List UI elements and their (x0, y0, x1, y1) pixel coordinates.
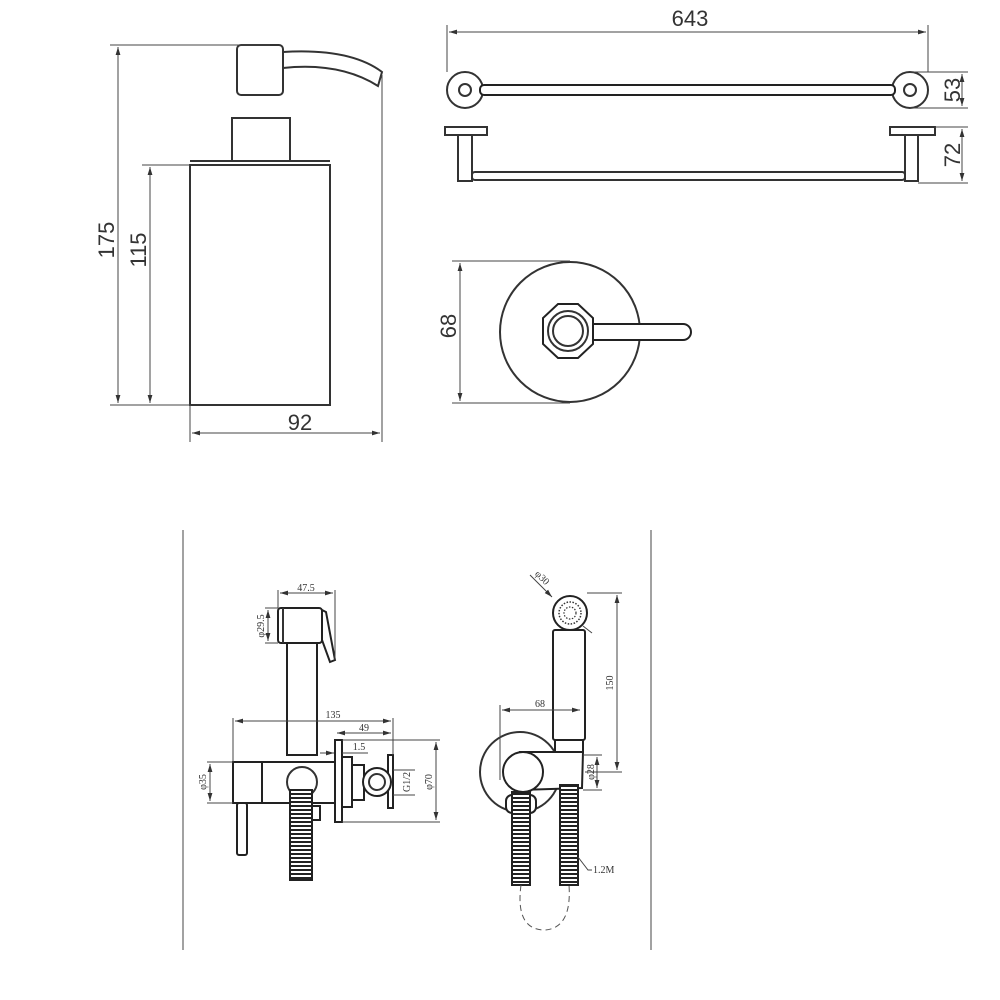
dim-135: 135 (326, 710, 341, 721)
dim-g1-2: G1/2 (402, 772, 413, 792)
mixer-holder-drawing: 68 (436, 260, 692, 404)
dim-phi-70: φ70 (424, 774, 435, 790)
dim-hose-length: 1.2M (593, 865, 615, 876)
dim-49: 49 (359, 723, 369, 734)
dim-68: 68 (436, 314, 461, 338)
bidet-side-view: 47.5 φ29.5 135 49 1.5 φ35 G1/2 φ70 (198, 583, 440, 881)
dim-phi-30: φ30 (532, 569, 551, 588)
dim-150: 150 (605, 676, 616, 691)
dim-92: 92 (288, 410, 312, 435)
dim-phi-29-5: φ29.5 (256, 614, 267, 637)
dim-68-front: 68 (535, 699, 545, 710)
dim-115: 115 (126, 232, 151, 267)
dim-175: 175 (94, 222, 119, 259)
dim-643: 643 (672, 6, 709, 31)
dim-53: 53 (940, 78, 965, 102)
dim-phi-35: φ35 (198, 774, 209, 790)
towel-bar-drawing: 643 53 72 (444, 6, 968, 184)
dim-1-5: 1.5 (353, 742, 366, 753)
bidet-front-view: φ30 150 68 φ28 1.2M (479, 569, 622, 931)
dim-47-5: 47.5 (297, 583, 315, 594)
dim-72: 72 (940, 143, 965, 167)
dim-phi-28: φ28 (586, 764, 597, 780)
soap-dispenser-drawing: 175 115 92 (94, 44, 384, 442)
